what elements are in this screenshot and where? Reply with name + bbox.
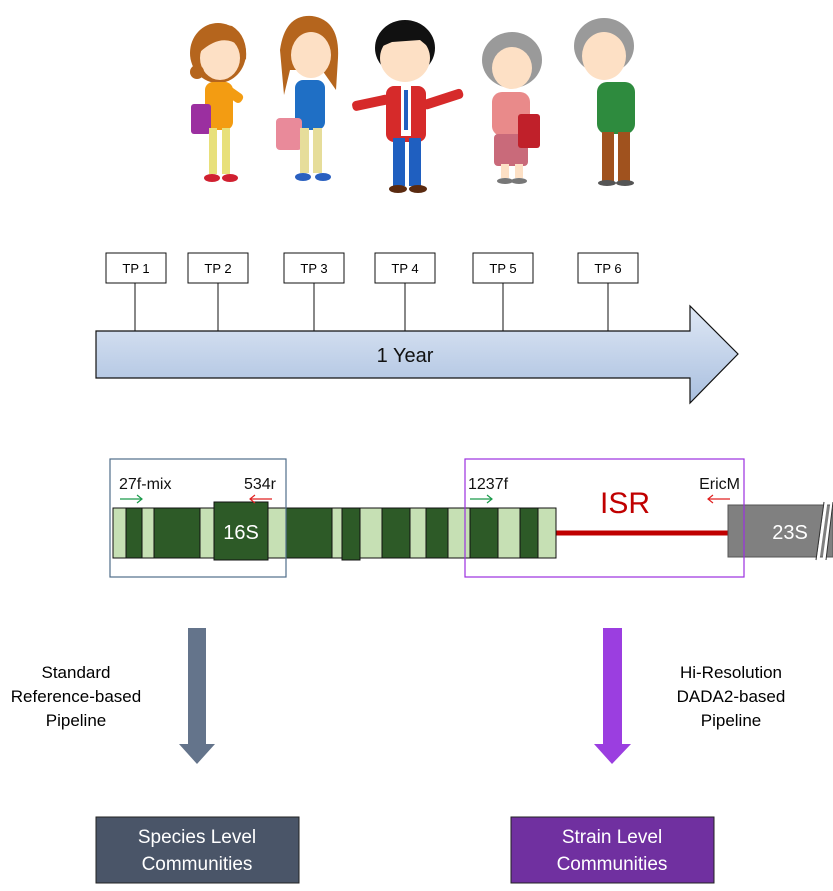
timeline-arrow-label: 1 Year	[377, 345, 434, 367]
right-pipeline: Hi-Resolution DADA2-based Pipeline	[594, 628, 785, 764]
left-pipeline-line2: Reference-based	[11, 687, 141, 706]
label-16s: 16S	[223, 522, 259, 544]
strain-box-line2: Communities	[557, 854, 668, 875]
species-box-line2: Communities	[142, 854, 253, 875]
person-elderly-woman-icon	[482, 32, 542, 184]
right-pipeline-line2: DADA2-based	[677, 687, 786, 706]
person-girl-blue-icon	[276, 15, 339, 181]
reverse-primer-arrow-icon	[707, 494, 730, 504]
timepoint-label: TP 4	[391, 261, 418, 276]
strain-level-box: Strain Level Communities	[510, 816, 715, 884]
amplicon-box-v1-v3: 27f-mix 534r	[109, 458, 287, 578]
right-pipeline-line3: Pipeline	[701, 711, 762, 730]
isr-label: ISR	[600, 487, 650, 520]
person-elderly-man-icon	[574, 18, 635, 186]
forward-primer-arrow-icon	[470, 494, 493, 504]
species-level-box: Species Level Communities	[95, 816, 300, 884]
right-pipeline-line1: Hi-Resolution	[680, 663, 782, 682]
timeline: 1 Year TP 1 TP 2 TP 3 TP 4 TP 5	[95, 252, 739, 405]
timepoint-label: TP 1	[122, 261, 149, 276]
timepoint-4: TP 4	[374, 252, 436, 331]
reverse-primer-arrow-icon	[249, 494, 272, 504]
timepoint-3: TP 3	[283, 252, 345, 331]
left-down-arrow-icon	[179, 628, 215, 764]
primer-27f-mix: 27f-mix	[119, 476, 171, 493]
rrna-operon-diagram: ISR 16S 23S 2	[109, 458, 833, 578]
person-boy-red-icon	[352, 20, 464, 193]
species-box-line1: Species Level	[138, 827, 256, 848]
left-pipeline-line3: Pipeline	[46, 711, 107, 730]
person-girl-orange-icon	[190, 23, 247, 182]
timepoint-label: TP 5	[489, 261, 516, 276]
amplicon-box-isr: 1237f EricM	[464, 458, 745, 578]
left-pipeline-line1: Standard	[42, 663, 111, 682]
strain-box-line1: Strain Level	[562, 827, 662, 848]
left-pipeline: Standard Reference-based Pipeline	[11, 628, 215, 764]
timepoint-5: TP 5	[472, 252, 534, 331]
timepoint-label: TP 2	[204, 261, 231, 276]
right-down-arrow-icon	[594, 628, 631, 764]
timeline-arrow	[95, 304, 739, 405]
primer-ericm: EricM	[699, 476, 740, 493]
gene-23s: 23S	[727, 501, 833, 561]
timepoint-6: TP 6	[577, 252, 639, 331]
primer-1237f: 1237f	[468, 476, 509, 493]
gene-16s-bar: 16S	[112, 501, 557, 561]
primer-534r: 534r	[244, 476, 277, 493]
forward-primer-arrow-icon	[120, 494, 143, 504]
timepoint-1: TP 1	[105, 252, 167, 331]
timepoint-label: TP 3	[300, 261, 327, 276]
label-23s: 23S	[772, 522, 808, 544]
timepoint-label: TP 6	[594, 261, 621, 276]
timepoint-2: TP 2	[187, 252, 249, 331]
participants-illustration	[190, 15, 635, 193]
